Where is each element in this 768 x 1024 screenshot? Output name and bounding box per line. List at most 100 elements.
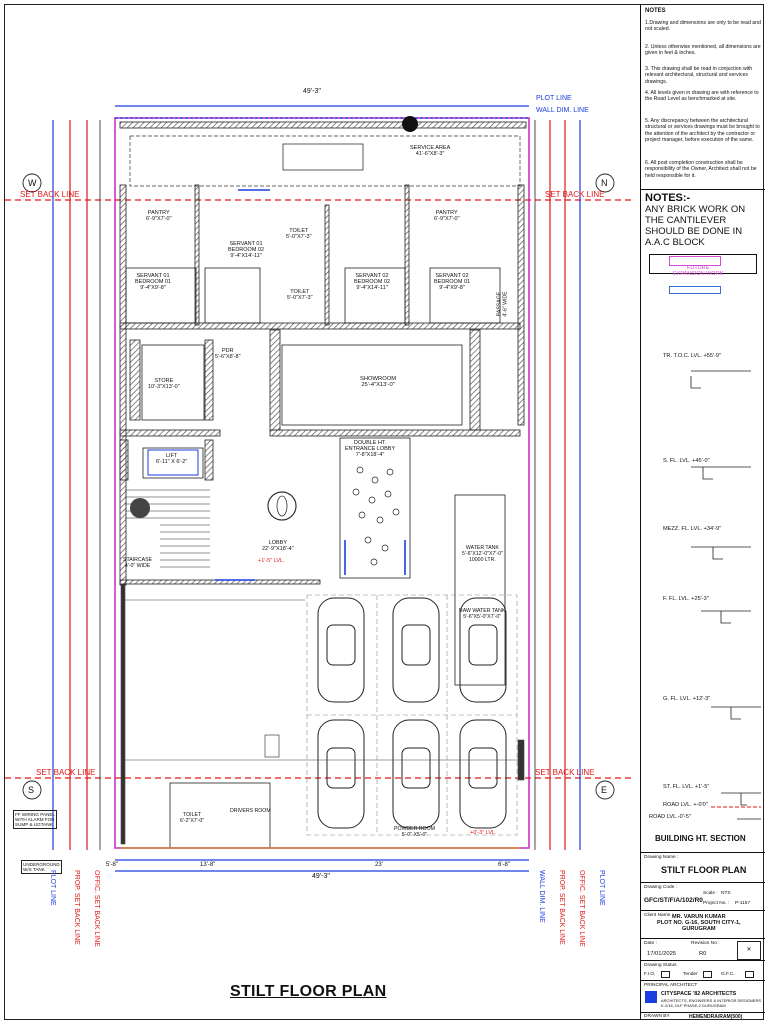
client-label: Client Name : [644,913,674,918]
drawing-code: GFC/ST/F/A/102/R0 [644,897,703,904]
room-raw-water-tank: RAW WATER TANK 5'-6"X5'-0"X7'-0" [459,608,506,620]
row-client: Client Name : MR. VARUN KUMAR PLOT NO. G… [641,910,765,938]
cantilever-note: NOTES:- ANY BRICK WORK ON THE CANTILEVER… [641,189,765,251]
project-no-label: Project No. : [703,901,730,906]
note-2: 2. Unless otherwise mentioned, all dimen… [645,44,761,57]
scale: NTS [721,891,731,896]
wall-dim-vertical-right: WALL DIM. LINE [538,870,545,923]
entry-level: +0'-3" LVL. [470,830,497,836]
room-servant02-bed02: SERVANT 02 BEDROOM 02 9'-4"X14'-11" [354,273,391,291]
note-4: 4. All levels given in drawing are with … [645,90,759,103]
status-fio: F.I.O. [644,972,656,977]
drawing-name: STILT FLOOR PLAN [661,865,747,875]
client-name: MR. VARUN KUMAR PLOT NO. G-16, SOUTH CIT… [657,914,741,932]
staircase-steps [125,489,210,568]
row-architect: PRINCIPAL ARCHITECT CITYSPACE '82 ARCHIT… [641,980,765,1012]
note-5: 5. Any discrepancy between the architect… [645,118,760,144]
lift-icon [130,498,150,518]
dim-bottom-a: 13'-8" [200,862,216,868]
parked-cars [317,597,507,829]
room-double-ht-lobby: DOUBLE HT. ENTRANCE LOBBY 7'-8"X18'-4" [345,440,396,458]
room-store: STORE 10'-3"X13'-0" [148,378,180,390]
column-marker [402,116,418,132]
set-back-line-label-bottom-right: SET BACK LINE [535,768,595,777]
prop-set-back-right: PROP. SET BACK LINE [558,870,565,945]
drawing-name-label: Drawing Name : [644,855,679,860]
dimension-ticks [99,120,536,850]
firm-subtitle: ARCHITECTS, ENGINEERS & INTERIOR DESIGNE… [661,998,762,1008]
lobby-fixture [267,491,297,521]
row-date: Date : 17/01/2025 Revision No : R0 ✕ [641,938,765,960]
service-area-outline [129,135,521,187]
project-no: P-1157 [735,901,751,906]
cantilever-note-text: ANY BRICK WORK ON THE CANTILEVER SHOULD … [645,204,746,248]
glazing [215,189,406,581]
room-staircase: STAIRCASE 4'-0" WIDE [123,557,153,569]
legend-swatch-blue [669,286,721,294]
overall-width-bottom: 49'-3" [312,873,330,880]
legend-future-label: FUTURE EXPANSION WORK [673,265,724,277]
row-drawn-by: DRAWN BY HEMENDRA/RAM(500) [641,1012,765,1020]
set-back-line-label-top-right: SET BACK LINE [545,190,605,199]
date-label: Date : [644,941,657,946]
level-1: TR. T.O.C. LVL. +55'-9" [663,353,722,359]
cantilever-note-heading: NOTES:- [645,192,691,204]
scale-label: Scale : [703,891,718,896]
sheet-border [4,4,764,1020]
dim-bottom-b: 23' [375,862,383,868]
firm-logo-icon [645,991,657,1003]
room-toilet-b: TOILET 5'-0"X7'-3" [287,289,313,301]
room-servant01-bed02: SERVANT 01 BEDROOM 02 9'-4"X14'-11" [228,241,265,259]
legend-frame [649,254,757,274]
plot-line-label: PLOT LINE [536,95,572,102]
row-status: Drawing Status F.I.O. Tender G.F.C. [641,960,765,980]
dimension-lines [52,105,581,872]
note-6: 6. All post completion construction shal… [645,160,757,179]
level-7: ROAD LVL. +-0'0" [663,802,708,808]
room-drivers: DRIVERS ROOM [230,808,271,814]
setback-lines [5,120,635,850]
plot-line-vertical-right: PLOT LINE [598,870,605,906]
row-drawing-name: Drawing Name : STILT FLOOR PLAN [641,852,765,882]
prop-set-back-left: PROP. SET BACK LINE [73,870,80,945]
room-pantry-left: PANTRY 6'-9"X7'-0" [146,210,172,222]
room-lift: LIFT 6'-11" X 6'-2" [156,453,188,465]
room-pdr: PDR 5'-6"X8'-8" [215,348,241,360]
offic-set-back-right: OFFIC. SET BACK LINE [578,870,585,947]
level-3: MEZZ. FL. LVL. +34'-9" [663,526,722,532]
status-tender-checkbox [703,971,712,978]
level-6: ST. FL. LVL. +1'-5" [663,784,710,790]
compass-south [22,780,42,800]
date: 17/01/2025 [647,951,677,957]
notes-heading: NOTES [645,8,666,14]
revision-label: Revision No : [691,941,720,946]
parking-grid [306,594,518,836]
legend-swatch-future [669,256,721,266]
room-servant01-bed01: SERVANT 01 BEDROOM 01 9'-4"X9'-8" [135,273,172,291]
note-3: 3. This drawing shall be read in conjuct… [645,66,753,85]
floor-plan-drawing [5,105,635,872]
status-fio-checkbox [661,971,670,978]
underground-tank-note: UNDERGROUND W/S TANK [21,860,62,874]
room-showroom: SHOWROOM 25'-4"X13'-0" [360,376,397,388]
compass-east-label: E [601,785,608,795]
room-servant02-bed01: SERVANT 02 BEDROOM 01 9'-4"X9'-8" [434,273,471,291]
revision: R0 [699,951,707,957]
wall-dim-line-label: WALL DIM. LINE [536,107,589,114]
plan-title: STILT FLOOR PLAN [230,983,387,1000]
plot-outline [114,117,530,849]
level-2: S. FL. LVL. +45'-0" [663,458,710,464]
dim-bottom-left: 5'-8" [106,862,118,868]
room-toilet-a: TOILET 5'-0"X7'-3" [286,228,312,240]
north-arrow-icon: ✕ [737,941,761,960]
drawn-by-label: DRAWN BY [644,1014,670,1019]
compass-south-label: S [28,785,35,795]
set-back-line-label-top-left: SET BACK LINE [20,190,80,199]
note-1: 1.Drawing and dimensions are only to be … [645,20,761,33]
section-diagram [690,370,761,820]
service-counter [282,143,364,171]
room-passage: PASSAGE 4'-6" WIDE [496,291,509,317]
row-drawing-code: Drawing Code : GFC/ST/F/A/102/R0 Scale :… [641,882,765,910]
compass-west [22,173,42,193]
chandelier-pattern [352,466,400,566]
